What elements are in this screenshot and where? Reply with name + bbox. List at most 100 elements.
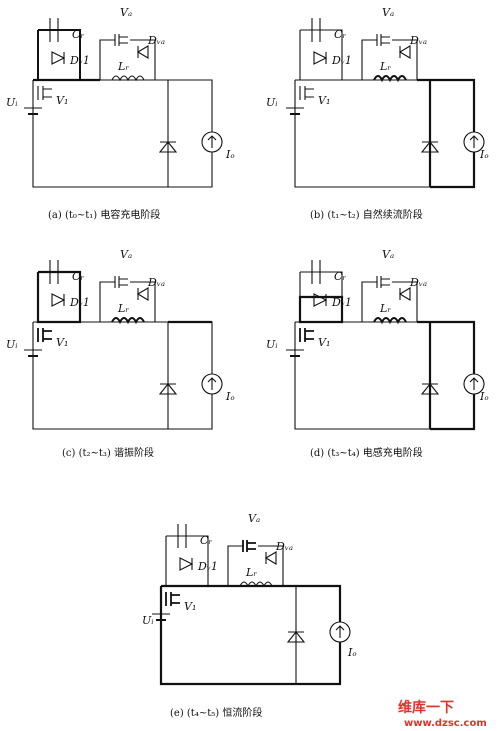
inductor-lr [373,317,407,325]
label-cr: Cᵣ [334,270,346,283]
label-io: Iₒ [479,148,489,161]
label-dv1: Dᵥ1 [69,296,90,309]
va-branch [361,39,418,80]
highlight-current-path [36,270,82,324]
label-io: Iₒ [225,148,235,161]
label-dva: Dᵥₐ [147,34,165,47]
highlight-current-path [417,78,476,189]
diode-dv1 [51,293,66,307]
diode-dv1 [51,51,66,65]
current-arrow-icon [469,135,479,148]
cr-dv1-box [37,29,81,80]
label-va: Vₐ [120,6,132,19]
inductor-lr [373,75,407,83]
switch-v1 [37,328,52,342]
label-io: Iₒ [347,646,357,659]
cr-dv1-box [299,29,343,80]
switch-va [376,276,390,288]
diode-dva [264,551,277,565]
caption-b: (b) (t₁~t₂) 自然续流阶段 [310,208,423,221]
switch-va [376,34,390,46]
cr-dv1-box [299,271,343,297]
current-arrow-icon [335,625,345,638]
switch-v1 [299,328,314,342]
switch-va [114,34,128,46]
label-lr: Lᵣ [245,566,257,579]
current-arrow-icon [207,135,217,148]
watermark-url: www.dzsc.com [404,718,487,729]
va-branch [99,39,156,80]
label-lr: Lᵣ [117,302,129,315]
label-dv1: Dᵥ1 [331,296,352,309]
main-loop [32,321,213,430]
label-io: Iₒ [479,390,489,403]
switch-va [114,276,128,288]
label-dva: Dᵥₐ [275,540,293,553]
label-va: Vₐ [382,6,394,19]
label-dv1: Dᵥ1 [331,54,352,67]
va-branch [227,545,284,586]
current-arrow-icon [469,377,479,390]
diode-dv1 [313,51,328,65]
label-v1: V₁ [318,336,330,349]
label-cr: Cᵣ [72,28,84,41]
panel-c [24,260,223,430]
label-va: Vₐ [382,248,394,261]
panel-b [286,18,485,189]
diode-dv1 [179,557,194,571]
freewheel-diode [420,141,440,153]
label-dva: Dᵥₐ [409,276,427,289]
main-loop [32,79,213,188]
inductor-lr [239,581,273,588]
caption-e: (e) (t₄~t₅) 恒流阶段 [170,706,262,719]
caption-a: (a) (t₀~t₁) 电容充电阶段 [48,208,160,221]
label-dv1: Dᵥ1 [69,54,90,67]
label-cr: Cᵣ [334,28,346,41]
switch-va [242,540,256,552]
diode-dva [398,287,411,301]
label-va: Vₐ [120,248,132,261]
caption-d: (d) (t₃~t₄) 电感充电阶段 [310,446,423,459]
label-io: Iₒ [225,390,235,403]
label-ui: Uᵢ [266,96,277,109]
inductor-lr [111,75,145,82]
label-v1: V₁ [318,94,330,107]
highlight-current-path [298,295,476,431]
freewheel-diode [158,383,178,395]
diode-dva [136,287,149,301]
label-dva: Dᵥₐ [147,276,165,289]
diode-dva [136,45,149,59]
label-v1: V₁ [56,336,68,349]
switch-v1 [165,592,180,606]
label-ui: Uᵢ [142,614,153,627]
label-dva: Dᵥₐ [409,34,427,47]
label-ui: Uᵢ [266,338,277,351]
label-lr: Lᵣ [117,60,129,73]
label-ui: Uᵢ [6,338,17,351]
label-lr: Lᵣ [379,302,391,315]
label-ui: Uᵢ [6,96,17,109]
panel-d [286,260,485,431]
label-v1: V₁ [184,600,196,613]
caption-c: (c) (t₂~t₃) 谐振阶段 [62,446,154,459]
panel-a [24,18,223,188]
label-lr: Lᵣ [379,60,391,73]
inductor-lr [111,317,145,325]
label-va: Vₐ [248,512,260,525]
label-dv1: Dᵥ1 [197,560,218,573]
panel-e [152,524,351,686]
switch-v1 [299,86,314,100]
va-branch [361,281,418,322]
label-cr: Cᵣ [200,534,212,547]
diode-dva [398,45,411,59]
watermark: 维库一下 www.dzsc.com [398,699,487,729]
label-cr: Cᵣ [72,270,84,283]
current-arrow-icon [207,377,217,390]
freewheel-diode [286,631,306,643]
diode-dv1 [313,293,328,307]
highlight-current-path [159,584,342,686]
va-branch [99,281,156,322]
switch-v1 [37,86,52,100]
watermark-brand: 维库一下 [398,699,454,716]
